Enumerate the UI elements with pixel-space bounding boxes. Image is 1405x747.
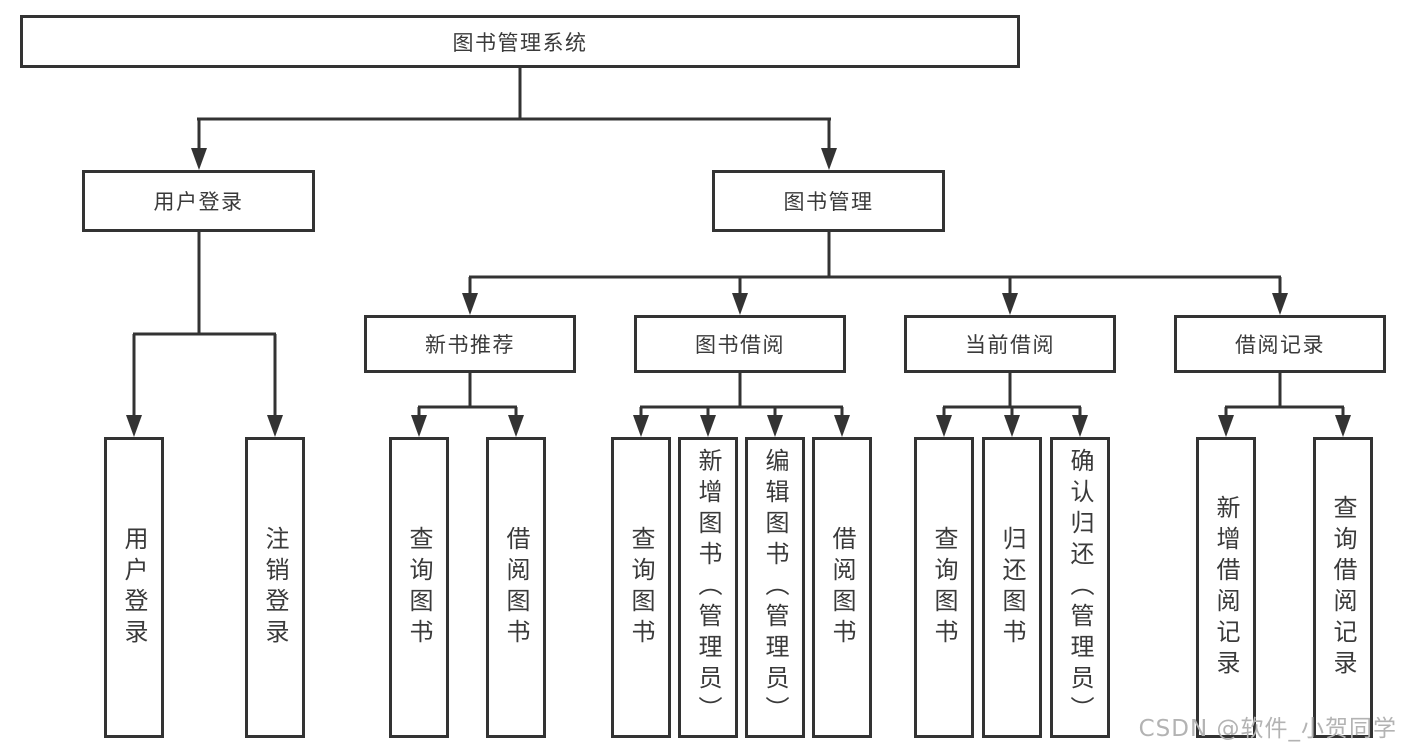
leaf-label: 注销登录 [261,525,289,650]
node-label: 图书管理系统 [452,30,588,55]
node-label: 图书管理 [783,190,874,214]
leaf-label: 查询图书 [627,525,655,650]
leaf-label: 查询图书 [930,525,958,650]
leaf-borrow-books-1: 借阅图书 [486,437,546,738]
node-label: 用户登录 [153,190,244,214]
csdn-watermark: CSDN @软件_小贺同学 [1138,716,1397,742]
leaf-add-books-admin: 新增图书（管理员） [678,437,738,738]
node-label: 当前借阅 [965,333,1055,357]
node-current-borrowing: 当前借阅 [904,315,1116,373]
leaf-query-books-3: 查询图书 [914,437,974,738]
leaf-label: 编辑图书（管理员） [761,448,789,727]
leaf-label: 用户登录 [120,525,148,650]
leaf-return-books: 归还图书 [982,437,1042,738]
node-book-management-branch: 图书管理 [712,170,945,232]
leaf-label: 查询借阅记录 [1329,494,1357,681]
leaf-query-books-2: 查询图书 [611,437,671,738]
leaf-label: 借阅图书 [828,525,856,650]
node-book-borrowing: 图书借阅 [634,315,846,373]
leaf-borrow-books-2: 借阅图书 [812,437,872,738]
leaf-edit-books-admin: 编辑图书（管理员） [745,437,805,738]
leaf-label: 新增图书（管理员） [694,448,722,727]
node-label: 图书借阅 [695,333,785,357]
leaf-query-books-1: 查询图书 [389,437,449,738]
node-borrowing-records: 借阅记录 [1174,315,1386,373]
leaf-logout: 注销登录 [245,437,305,738]
leaf-label: 新增借阅记录 [1212,494,1240,681]
node-library-management-system: 图书管理系统 [20,15,1020,68]
leaf-label: 查询图书 [405,525,433,650]
leaf-query-borrow-record: 查询借阅记录 [1313,437,1373,738]
leaf-label: 确认归还（管理员） [1066,448,1094,727]
leaf-add-borrow-record: 新增借阅记录 [1196,437,1256,738]
node-new-book-recommend: 新书推荐 [364,315,576,373]
leaf-label: 归还图书 [998,525,1026,650]
node-label: 借阅记录 [1235,333,1325,357]
leaf-label: 借阅图书 [502,525,530,650]
node-user-login-branch: 用户登录 [82,170,315,232]
leaf-user-login: 用户登录 [104,437,164,738]
node-label: 新书推荐 [425,333,515,357]
leaf-confirm-return-admin: 确认归还（管理员） [1050,437,1110,738]
